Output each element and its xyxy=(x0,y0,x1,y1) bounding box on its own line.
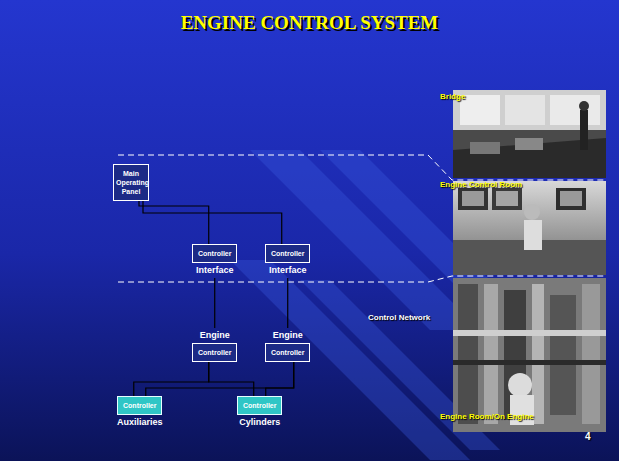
node-heading: Engine xyxy=(273,328,303,343)
slide-title: ENGINE CONTROL SYSTEM xyxy=(0,12,619,34)
bridge-photo xyxy=(453,90,606,178)
engine-controller: EngineController xyxy=(192,328,237,362)
controller-box-text: Controller xyxy=(192,244,237,263)
network-label: Control Network xyxy=(368,313,430,322)
network-wire xyxy=(209,362,254,396)
cylinder-controller: ControllerCylinders xyxy=(237,396,282,430)
control-room-photo xyxy=(453,181,606,275)
interface-controller: ControllerInterface xyxy=(265,244,310,278)
engine-controller: EngineController xyxy=(265,328,310,362)
controller-box-text: Controller xyxy=(265,244,310,263)
location-label: Engine Control Room xyxy=(440,180,522,189)
controller-box-text: Controller xyxy=(192,343,237,362)
network-wire xyxy=(134,362,209,396)
location-label: Bridge xyxy=(440,92,465,101)
network-wire xyxy=(287,278,288,328)
network-wire xyxy=(139,201,209,244)
location-label: Engine Room/On Engine xyxy=(440,412,534,421)
node-heading: Engine xyxy=(200,328,230,343)
network-wire xyxy=(143,201,282,244)
network-wire xyxy=(214,278,215,328)
node-heading: Interface xyxy=(196,263,234,278)
controller-box-text: Controller xyxy=(265,343,310,362)
network-wire xyxy=(266,362,294,396)
operating-panel: Main Operating Panel xyxy=(113,164,149,201)
interface-controller: ControllerInterface xyxy=(192,244,237,278)
controller-box-text: Main Operating Panel xyxy=(113,164,149,201)
node-heading: Interface xyxy=(269,263,307,278)
slide-number: 4 xyxy=(585,431,591,442)
node-heading: Auxiliaries xyxy=(117,415,163,430)
auxiliary-controller: ControllerAuxiliaries xyxy=(117,396,163,430)
network-wire xyxy=(146,362,294,396)
node-heading: Cylinders xyxy=(239,415,280,430)
controller-box-text: Controller xyxy=(237,396,282,415)
controller-box-text: Controller xyxy=(117,396,162,415)
engine-room-photo xyxy=(453,278,606,432)
